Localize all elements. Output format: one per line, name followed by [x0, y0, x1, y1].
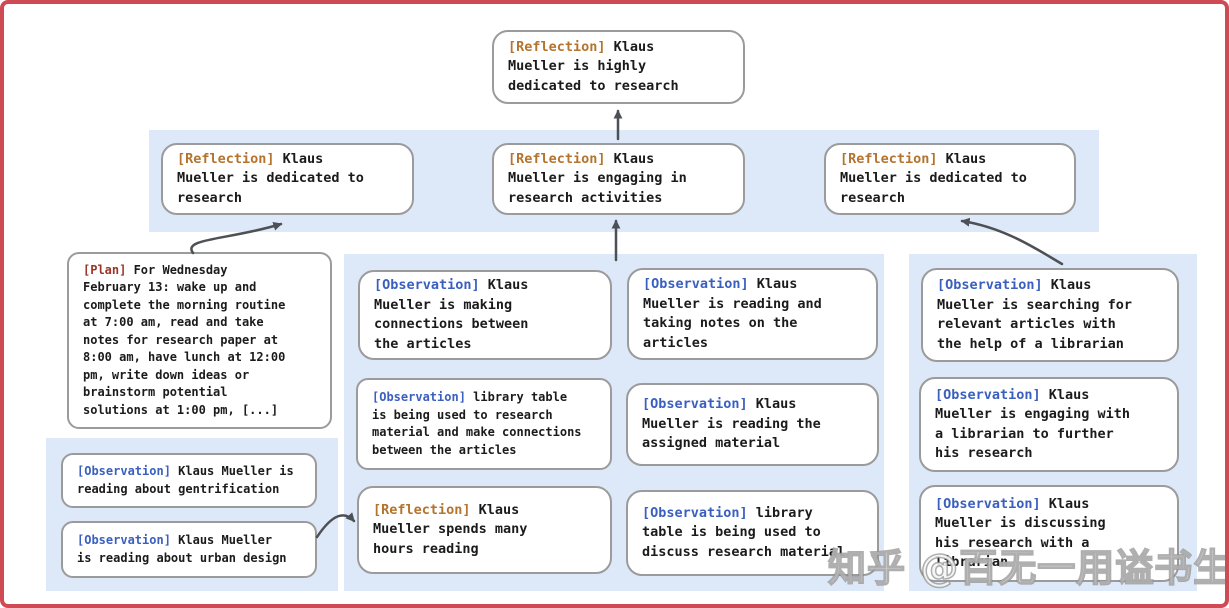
tag-label: [Reflection] — [508, 38, 606, 55]
tag-label: [Observation] — [77, 533, 171, 547]
tag-label: [Observation] — [935, 495, 1041, 512]
node-reflection-hours-reading: [Reflection] Klaus Mueller spends many h… — [357, 486, 612, 574]
node-text: Klaus Mueller is engaging in research ac… — [508, 150, 687, 206]
node-text: Klaus Mueller is dedicated to research — [840, 150, 1027, 206]
tag-label: [Observation] — [642, 504, 748, 521]
tag-label: [Observation] — [374, 277, 480, 293]
tag-label: [Observation] — [937, 277, 1043, 293]
tag-label: [Plan] — [83, 262, 127, 277]
node-plan: [Plan] For Wednesday February 13: wake u… — [67, 252, 332, 429]
zhihu-watermark: 知乎 @百无一用谥书生 — [827, 545, 1229, 591]
tag-label: [Observation] — [642, 396, 748, 413]
tag-label: [Reflection] — [177, 150, 275, 167]
node-observation-library-table-discuss: [Observation] library table is being use… — [626, 490, 879, 576]
node-reflection-r3: [Reflection] Klaus Mueller is dedicated … — [824, 143, 1076, 215]
node-observation-making-connections: [Observation] Klaus Mueller is making co… — [358, 270, 612, 360]
tag-label: [Reflection] — [508, 150, 606, 167]
node-text: Klaus Mueller is reading and taking note… — [643, 276, 822, 351]
tag-label: [Reflection] — [373, 501, 471, 518]
node-text: Klaus Mueller is highly dedicated to res… — [508, 38, 679, 94]
tag-label: [Observation] — [935, 386, 1041, 403]
node-text: Klaus Mueller is searching for relevant … — [937, 277, 1133, 352]
node-text: Klaus Mueller is engaging with a librari… — [935, 386, 1131, 462]
node-text: library table is being used to discuss r… — [642, 504, 846, 560]
node-text: Klaus Mueller is reading about gentrific… — [77, 464, 294, 496]
node-observation-discussing-research: [Observation] Klaus Mueller is discussin… — [919, 485, 1179, 582]
node-text: Klaus Mueller is reading about urban des… — [77, 533, 287, 565]
node-text: Klaus Mueller is making connections betw… — [374, 277, 529, 352]
node-text: Klaus Mueller spends many hours reading — [373, 501, 528, 557]
node-observation-engaging-librarian: [Observation] Klaus Mueller is engaging … — [919, 377, 1179, 472]
node-observation-library-table-research: [Observation] library table is being use… — [356, 378, 612, 470]
node-text: Klaus Mueller is discussing his research… — [935, 495, 1106, 571]
node-observation-urban-design: [Observation] Klaus Mueller is reading a… — [61, 521, 317, 578]
tag-label: [Observation] — [77, 464, 171, 478]
tag-label: [Observation] — [643, 276, 749, 292]
node-text: Klaus Mueller is dedicated to research — [177, 150, 364, 206]
node-reflection-r2: [Reflection] Klaus Mueller is engaging i… — [492, 143, 745, 215]
node-observation-assigned-material: [Observation] Klaus Mueller is reading t… — [626, 383, 879, 466]
node-observation-gentrification: [Observation] Klaus Mueller is reading a… — [61, 453, 317, 508]
node-observation-taking-notes: [Observation] Klaus Mueller is reading a… — [627, 268, 878, 360]
node-text: For Wednesday February 13: wake up and c… — [83, 262, 286, 417]
node-observation-searching-articles: [Observation] Klaus Mueller is searching… — [921, 268, 1179, 362]
tag-label: [Observation] — [372, 390, 466, 404]
node-reflection-top: [Reflection] Klaus Mueller is highly ded… — [492, 30, 745, 104]
node-text: Klaus Mueller is reading the assigned ma… — [642, 396, 821, 452]
node-text: library table is being used to research … — [372, 390, 582, 457]
tag-label: [Reflection] — [840, 150, 938, 167]
node-reflection-r1: [Reflection] Klaus Mueller is dedicated … — [161, 143, 414, 215]
